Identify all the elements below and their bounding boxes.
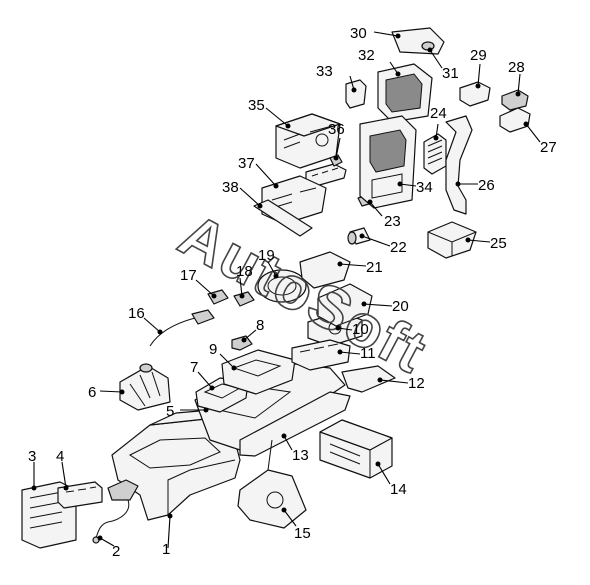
part-34-center-bezel (359, 115, 417, 209)
part-11-switch-strip (291, 339, 351, 371)
callout-19: 19 (258, 247, 275, 264)
callout-14: 14 (390, 481, 407, 498)
part-29-small-box (459, 81, 491, 107)
part-4-switch-panel (57, 481, 103, 509)
callout-11: 11 (360, 345, 376, 362)
callout-22: 22 (390, 239, 407, 256)
callouts: 1 2 3 4 5 6 7 8 9 10 (28, 25, 557, 560)
callout-36: 36 (328, 121, 345, 138)
part-8-small-switch (231, 335, 253, 351)
part-6-shift-boot (119, 363, 171, 411)
callout-15: 15 (294, 525, 311, 542)
callout-24: 24 (430, 105, 447, 122)
callout-2: 2 (112, 543, 120, 560)
callout-4: 4 (56, 448, 64, 465)
part-20-upper-console-piece (317, 283, 373, 327)
callout-3: 3 (28, 448, 36, 465)
callout-21: 21 (366, 259, 383, 276)
callout-29: 29 (470, 47, 487, 64)
part-33-small-bracket (345, 79, 367, 109)
callout-37: 37 (238, 155, 255, 172)
part-12-side-trim (341, 365, 396, 393)
callout-7: 7 (190, 359, 198, 376)
callout-18: 18 (236, 263, 253, 280)
callout-25: 25 (490, 235, 507, 252)
callout-33: 33 (316, 63, 333, 80)
callout-27: 27 (540, 139, 557, 156)
callout-34: 34 (416, 179, 433, 196)
part-18-plug (233, 291, 255, 307)
callout-17: 17 (180, 267, 197, 284)
part-38-trim-strip (253, 199, 313, 237)
part-27-bracket (499, 107, 531, 133)
part-14-module-box (319, 419, 393, 479)
callout-1: 1 (162, 541, 170, 558)
callout-20: 20 (392, 298, 409, 315)
callout-30: 30 (350, 25, 367, 42)
part-19-ring-housing (257, 269, 307, 303)
part-13-side-panel (239, 391, 351, 457)
callout-12: 12 (408, 375, 425, 392)
part-30-top-bracket (391, 27, 445, 55)
callout-31: 31 (442, 65, 459, 82)
callout-10: 10 (352, 321, 369, 338)
part-32-display-unit (377, 63, 433, 123)
callout-38: 38 (222, 179, 239, 196)
part-21-storage-bin (299, 251, 351, 289)
part-17-plug (207, 289, 229, 305)
part-25-control-module (427, 221, 477, 259)
part-15-shift-mechanism (237, 439, 307, 529)
callout-26: 26 (478, 177, 495, 194)
part-9-cupholder-frame (221, 349, 296, 395)
callout-35: 35 (248, 97, 265, 114)
part-26-side-bezel (445, 115, 473, 215)
part-22-cylinder (347, 227, 371, 245)
callout-28: 28 (508, 59, 525, 76)
callout-9: 9 (209, 341, 217, 358)
callout-6: 6 (88, 384, 96, 401)
callout-13: 13 (292, 447, 309, 464)
part-16-shift-cable (149, 309, 215, 347)
callout-23: 23 (384, 213, 401, 230)
callout-32: 32 (358, 47, 375, 64)
callout-8: 8 (256, 317, 264, 334)
callout-5: 5 (166, 403, 174, 420)
callout-16: 16 (128, 305, 145, 322)
part-28-bracket (501, 89, 529, 111)
